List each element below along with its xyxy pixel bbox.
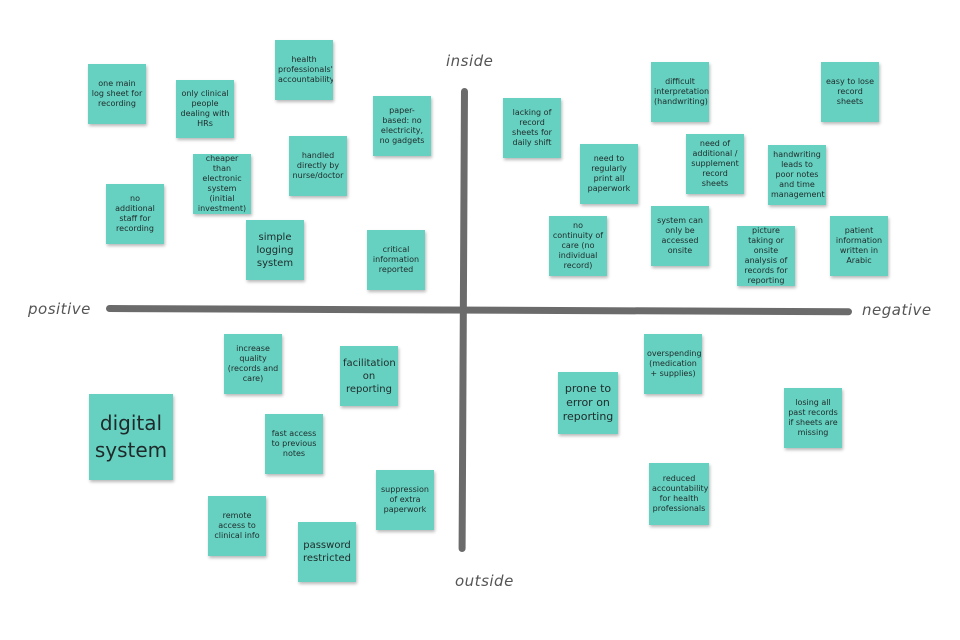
sticky-note-overspending[interactable]: overspending (medication + supplies) <box>644 334 702 394</box>
axis-label-outside: outside <box>455 572 514 590</box>
sticky-note-fast-access[interactable]: fast access to previous notes <box>265 414 323 474</box>
sticky-note-password-restricted[interactable]: password restricted <box>298 522 356 582</box>
sticky-note-no-continuity-of-care[interactable]: no continuity of care (no individual rec… <box>549 216 607 276</box>
sticky-note-difficult-interpretation[interactable]: difficult interpretation (handwriting) <box>651 62 709 122</box>
axis-label-inside: inside <box>446 52 494 70</box>
sticky-note-picture-taking[interactable]: picture taking or onsite analysis of rec… <box>737 226 795 286</box>
sticky-note-no-additional-staff[interactable]: no additional staff for recording <box>106 184 164 244</box>
sticky-note-onsite-only[interactable]: system can only be accessed onsite <box>651 206 709 266</box>
sticky-note-handled-directly[interactable]: handled directly by nurse/doctor <box>289 136 347 196</box>
axis-label-negative: negative <box>862 301 932 319</box>
sticky-note-facilitation-on-reporting[interactable]: facilitation on reporting <box>340 346 398 406</box>
sticky-note-need-to-print[interactable]: need to regularly print all paperwork <box>580 144 638 204</box>
sticky-note-reduced-accountability[interactable]: reduced accountability for health profes… <box>649 463 709 525</box>
sticky-note-one-main-log[interactable]: one main log sheet for recording <box>88 64 146 124</box>
sticky-note-cheaper[interactable]: cheaper than electronic system (initial … <box>193 154 251 214</box>
sticky-note-losing-past-records[interactable]: losing all past records if sheets are mi… <box>784 388 842 448</box>
sticky-note-critical-information[interactable]: critical information reported <box>367 230 425 290</box>
sticky-note-simple-logging[interactable]: simple logging system <box>246 220 304 280</box>
horizontal-axis <box>105 305 853 316</box>
axis-label-positive: positive <box>28 300 91 318</box>
sticky-note-health-professionals-accountability[interactable]: health professionals' accountability <box>275 40 333 100</box>
vertical-axis <box>458 87 468 553</box>
sticky-note-increase-quality[interactable]: increase quality (records and care) <box>224 334 282 394</box>
sticky-note-need-additional-sheets[interactable]: need of additional / supplement record s… <box>686 134 744 194</box>
sticky-note-only-clinical[interactable]: only clinical people dealing with HRs <box>176 80 234 138</box>
sticky-note-easy-to-lose[interactable]: easy to lose record sheets <box>821 62 879 122</box>
sticky-note-remote-access[interactable]: remote access to clinical info <box>208 496 266 556</box>
sticky-note-patient-info-arabic[interactable]: patient information written in Arabic <box>830 216 888 276</box>
sticky-note-lacking-record-sheets[interactable]: lacking of record sheets for daily shift <box>503 98 561 158</box>
sticky-note-prone-to-error[interactable]: prone to error on reporting <box>558 372 618 434</box>
sticky-note-handwriting-poor-notes[interactable]: handwriting leads to poor notes and time… <box>768 145 826 205</box>
sticky-note-paper-based[interactable]: paper-based: no electricity, no gadgets <box>373 96 431 156</box>
sticky-note-suppression-of-paperwork[interactable]: suppression of extra paperwork <box>376 470 434 530</box>
sticky-note-digital-system[interactable]: digital system <box>89 394 173 480</box>
